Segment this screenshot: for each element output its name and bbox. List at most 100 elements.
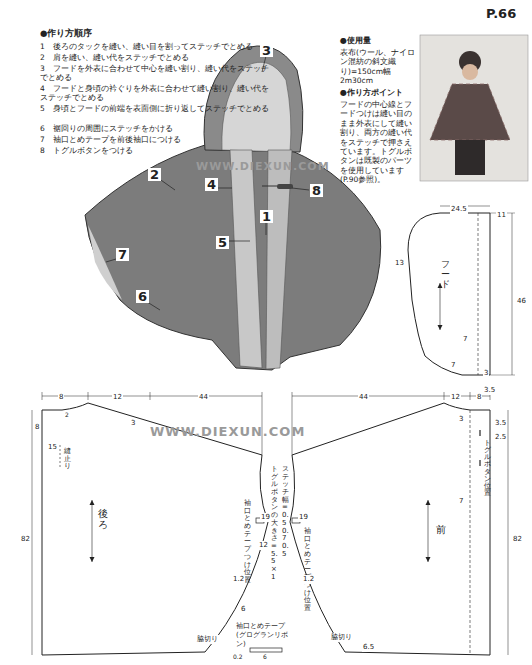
label-text: 3 [458,415,464,424]
label-text: 82 [20,535,31,544]
label-slot: 脇切り [330,624,353,643]
label-slot: トグルボタンの大きさ=5.5×1 [271,466,278,581]
label-slot: 11 [496,202,507,221]
label-slot: 13 [394,250,405,269]
label-text: 袖口とめテープつけ位置 [244,500,251,585]
label-slot: 82 [512,526,523,545]
label-text: 8 [34,423,40,432]
label-slot: WWW.DIEXUN.COM [196,160,330,174]
label-slot: 3 [130,410,136,429]
label-text: トグルボタンの大きさ=5.5×1 [271,466,278,581]
label-text: 1 後ろのタックを縫い、縫い目を割ってステッチでとめる [40,42,272,51]
label-text: 46 [516,297,527,306]
label-text: 12 [450,393,461,402]
label-text: フードの中心線とフードつけは縫い目のまま外表にして縫い割り、両方の縫い代をステッ… [340,100,418,184]
label-slot: 脇切り [196,626,219,645]
label-text: 7 袖口とめテープを前後袖口につける [40,135,272,144]
label-text: 2.5 [494,433,507,442]
label-slot: 8 トグルボタンをつける [40,146,272,155]
label-slot: 24.5 [450,196,468,215]
label-text: 1.2 [302,575,315,584]
label-slot: ステッチ幅=0.5 0.7 0.5 [282,466,289,558]
callout-number: 7 [116,248,129,261]
watermark: WWW.DIEXUN.COM [196,160,330,174]
label-slot: 15 [47,434,58,453]
label-text: 13 [394,259,405,268]
callout-number: 6 [136,290,149,303]
label-text: 3.5 [483,386,496,395]
label-text: 6 [262,653,268,661]
label-slot: 6 裾回りの周囲にステッチをかける [40,124,272,133]
label-slot: WWW.DIEXUN.COM [150,424,305,440]
label-text: 12 [112,393,123,402]
piece-name: フード [441,260,450,290]
label-slot: 7 [462,326,468,345]
label-slot: 82 [20,526,31,545]
label-text: 6.5 [362,643,375,652]
label-slot: フードの中心線とフードつけは縫い目のまま外表にして縫い割り、両方の縫い代をステッ… [340,100,418,184]
label-slot: 5 [216,232,229,251]
label-text: 1.2 [232,575,245,584]
label-slot: 2 [64,402,70,421]
label-text: 6 [240,605,246,614]
label-text: 11 [496,211,507,220]
label-text: ステッチ幅=0.5 0.7 0.5 [282,466,289,558]
label-slot: 8 [310,180,323,199]
label-text: 8 トグルボタンをつける [40,146,272,155]
label-slot: 8 [58,384,64,403]
label-text: 19 [298,513,309,522]
label-text: 脇切り [196,635,219,644]
label-slot: ●作り方ポイント [340,88,403,98]
label-slot: 袖口とめテープ (グログランリボン) [236,622,294,648]
label-text: 7 [450,361,456,370]
label-text: 82 [512,535,523,544]
label-text: 8 [58,393,64,402]
label-slot: ●使用量 [340,36,371,46]
label-text: 15 [47,443,58,452]
label-text: ●作り方順序 [40,28,92,39]
label-text: 44 [358,393,369,402]
label-slot: 袖口とめテープつけ位置 [244,500,251,585]
label-slot: 6 [240,596,246,615]
label-slot: 1 [260,206,273,225]
label-slot: 1 後ろのタックを縫い、縫い目を割ってステッチでとめる [40,42,272,51]
label-text: 袖口とめテープつけ位置 [304,528,311,613]
label-slot: 4 [205,174,218,193]
label-slot: 7 [450,352,456,371]
label-text: 6 裾回りの周囲にステッチをかける [40,124,272,133]
label-text: 3 [483,369,489,378]
label-text: 7 [458,497,464,506]
label-text: 脇切り [330,633,353,642]
label-text: 24.5 [450,205,468,214]
label-slot: 19 [298,504,309,523]
label-slot: 46 [516,288,527,307]
label-slot: 12 [112,384,123,403]
label-slot: P.66 [486,6,516,22]
label-text: 3.5 [494,419,507,428]
label-slot: 縫止り [64,448,71,471]
label-slot: 3 [483,360,489,379]
label-text: 8 [476,393,482,402]
piece-name: 前 [436,524,446,537]
label-text: 2 肩を縫い、縫い代をステッチでとめる [40,53,272,62]
label-text: 2 [64,411,70,419]
label-slot: 2 肩を縫い、縫い代をステッチでとめる [40,53,272,62]
label-slot: 2 [148,164,161,183]
label-text: トグルボタン位置 [484,440,491,497]
label-slot: 3 [260,40,273,59]
label-slot: 3.5 [494,410,507,429]
label-text: 19 [260,513,271,522]
label-slot: トグルボタン位置 [484,440,491,497]
label-slot: 8 [476,384,482,403]
label-slot: 44 [198,384,209,403]
label-slot: 4 フードと身頃の衿ぐりを外表に合わせて縫い割り、縫い代をステッチでとめる [40,84,272,103]
callout-number: 2 [148,168,161,181]
label-slot: 3 フードを外表に合わせて中心を縫い割り、縫い代をステッチでとめる [40,64,272,83]
label-text: 44 [198,393,209,402]
label-slot: 6.5 [362,634,375,653]
label-text: 縫止り [64,448,71,471]
label-slot: 袖口とめテープつけ位置 [304,528,311,613]
label-text: 0.2 [232,653,244,661]
label-text: 3 [130,419,136,428]
label-slot: 6 [136,286,149,305]
